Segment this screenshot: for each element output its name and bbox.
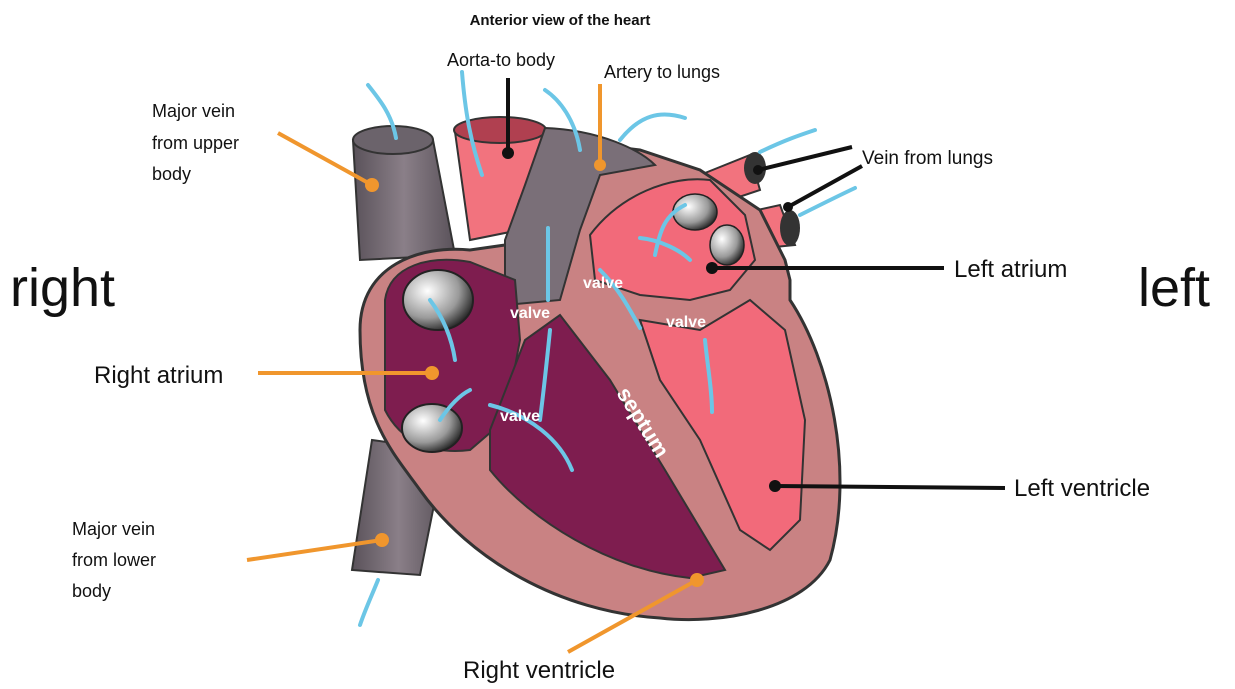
label-lower-vein: Major vein from lower body (72, 519, 161, 601)
valve-icon (402, 404, 462, 452)
label-lower-vein-line-1: Major vein (72, 519, 155, 539)
label-upper-vein-line-1: Major vein (152, 101, 235, 121)
label-left-ventricle: Left ventricle (1014, 475, 1150, 502)
label-aorta: Aorta-to body (447, 50, 555, 70)
label-left-atrium: Left atrium (954, 256, 1067, 283)
label-artery-to-lungs: Artery to lungs (604, 62, 720, 82)
diagram-title: Anterior view of the heart (470, 12, 651, 29)
valve-label: valve (500, 408, 540, 425)
label-upper-vein: Major vein from upper body (152, 101, 244, 184)
valve-icon (710, 225, 744, 265)
side-label-left: left (1138, 258, 1210, 318)
valve-icon (673, 194, 717, 230)
label-lower-vein-line-2: from lower (72, 550, 156, 570)
label-upper-vein-line-2: from upper (152, 133, 239, 153)
label-vein-from-lungs: Vein from lungs (862, 148, 993, 169)
label-lower-vein-line-3: body (72, 581, 111, 601)
label-right-ventricle: Right ventricle (463, 657, 615, 684)
label-right-atrium: Right atrium (94, 362, 223, 389)
label-upper-vein-line-3: body (152, 164, 191, 184)
valve-label: valve (666, 314, 706, 331)
valve-label: valve (583, 275, 623, 292)
side-label-right: right (10, 258, 115, 318)
valve-icon (403, 270, 473, 330)
valve-label: valve (510, 305, 550, 322)
